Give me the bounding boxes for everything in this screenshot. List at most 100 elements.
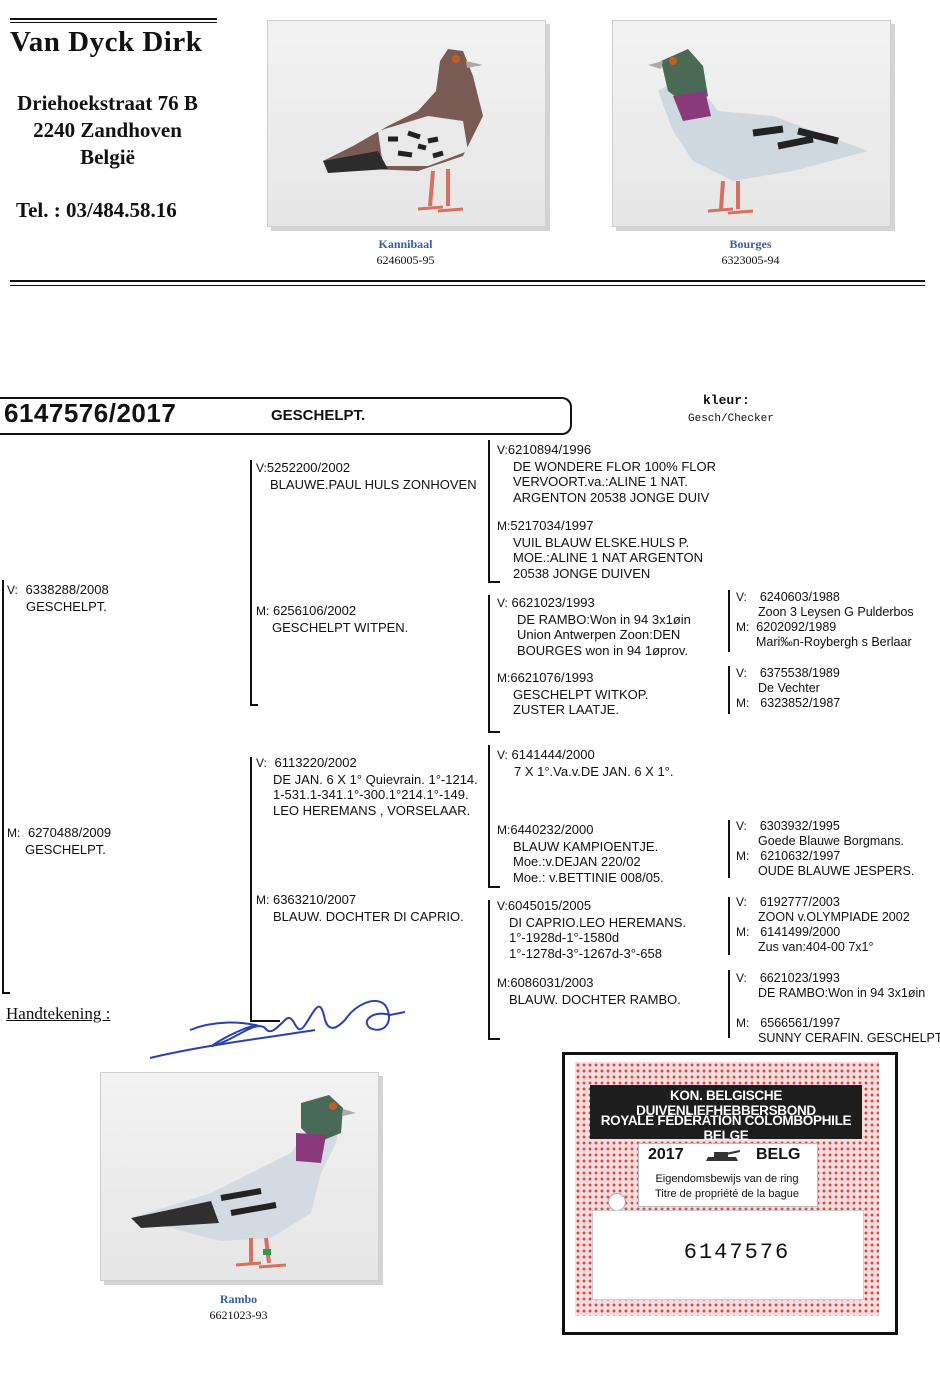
bracket-tick (488, 581, 500, 583)
photo-caption-ring: 6246005-95 (376, 253, 435, 267)
desc: ARGENTON 20538 JONGE DUIV (513, 489, 710, 505)
signature-label: Handtekening : (6, 1004, 111, 1023)
punch-hole (608, 1193, 626, 1211)
ring: 6303932/1995 (759, 819, 840, 833)
ring: 6086031/2003 (510, 975, 594, 990)
ring: 6256106/2002 (272, 603, 357, 618)
bracket-tick (488, 731, 500, 733)
photo-caption-ring: 6323005-94 (721, 253, 780, 267)
gen3-dsd: M:6440232/2000 BLAUW KAMPIOENTJE. Moe.:v… (497, 822, 664, 885)
desc: ZOON v.OLYMPIADE 2002 (758, 910, 910, 924)
bracket-gen2-dam (250, 757, 252, 1022)
bracket-gen3 (488, 595, 490, 733)
ring: 6210632/1997 (760, 849, 841, 863)
desc: 20538 JONGE DUIVEN (513, 565, 651, 581)
bracket-gen4 (728, 666, 730, 714)
color: GESCHELPT. (25, 841, 106, 857)
gen2-dam-sire: V: 6113220/2002 DE JAN. 6 X 1° Quievrain… (256, 755, 478, 818)
gen3-sdd: M:6621076/1993 GESCHELPT WITKOP. ZUSTER … (497, 670, 648, 718)
prefix: V: (497, 748, 508, 762)
desc: DE WONDERE FLOR 100% FLOR (513, 458, 716, 474)
desc: BLAUW. DOCHTER DI CAPRIO. (273, 908, 464, 924)
prefix: M: (497, 823, 511, 837)
gen2-sire-sire: V:5252200/2002 BLAUWE.PAUL HULS ZONHOVEN (256, 460, 477, 492)
prefix: M: (736, 696, 750, 710)
desc: GESCHELPT WITKOP. (513, 686, 649, 702)
main-ring-number: 6147576/2017 (4, 398, 177, 428)
tank-icon (706, 1150, 741, 1161)
owner-phone: Tel. : 03/484.58.16 (16, 198, 177, 222)
desc: BLAUW. DOCHTER RAMBO. (509, 991, 681, 1007)
gen4-group-b: V: 6375538/1989 De Vechter M: 6323852/19… (736, 666, 840, 711)
desc: Goede Blauwe Borgmans. (758, 834, 904, 848)
desc: SUNNY CERAFIN. GESCHELPT (758, 1031, 940, 1045)
bracket-gen3 (488, 440, 490, 583)
gen3-ddd: M:6086031/2003 BLAUW. DOCHTER RAMBO. (497, 975, 681, 1007)
ring: 6192777/2003 (759, 895, 840, 909)
ring: 6210894/1996 (507, 442, 592, 457)
bracket-gen1 (2, 580, 4, 993)
ring: 6113220/2002 (274, 755, 357, 770)
desc: 7 X 1°.Va.v.DE JAN. 6 X 1°. (514, 763, 674, 779)
desc: BLAUWE.PAUL HULS ZONHOVEN (270, 476, 477, 492)
gen3-sds: V: 6621023/1993 DE RAMBO:Won in 94 3x1øi… (497, 595, 691, 658)
ring: 6363210/2007 (272, 892, 357, 907)
gen2-sire-dam: M: 6256106/2002 GESCHELPT WITPEN. (256, 603, 408, 635)
prefix: M: (256, 893, 270, 907)
top-rule-thin (10, 22, 217, 23)
gen3-dss: V: 6141444/2000 7 X 1°.Va.v.DE JAN. 6 X … (497, 747, 673, 779)
desc: Zus van:404-00 7x1° (758, 940, 874, 954)
header-divider-thin (10, 285, 925, 286)
photo-caption-ring: 6621023-93 (209, 1308, 268, 1322)
prefix: M: (736, 620, 750, 634)
ring: 6202092/1989 (756, 620, 837, 634)
owner-street: Driehoekstraat 76 B (17, 91, 198, 115)
gen4-group-e: V: 6621023/1993 DE RAMBO:Won in 94 3x1øi… (736, 971, 940, 1046)
bracket-gen4 (728, 590, 730, 652)
ring: 6375538/1989 (759, 666, 840, 680)
bracket-tick (2, 992, 10, 994)
photo-caption-name: Kannibaal (378, 237, 433, 251)
bracket-tick (488, 1038, 500, 1040)
bracket-gen4 (728, 820, 730, 878)
ring: 5217034/1997 (510, 518, 594, 533)
signature-scribble (149, 1000, 406, 1059)
desc: LEO HEREMANS , VORSELAAR. (273, 802, 471, 818)
gen3-sss: V:6210894/1996 DE WONDERE FLOR 100% FLOR… (497, 442, 716, 505)
desc: GESCHELPT WITPEN. (272, 619, 409, 635)
ring-header-box (0, 397, 572, 435)
desc: BOURGES won in 94 1øprov. (517, 642, 688, 658)
owner-city: 2240 Zandhoven (33, 118, 182, 142)
photo-kannibaal (267, 20, 546, 227)
desc: Moe.: v.BETTINIE 008/05. (513, 869, 664, 885)
owner-address: Driehoekstraat 76 B 2240 Zandhoven Belgi… (0, 90, 215, 171)
desc: Union Antwerpen Zoon:DEN (517, 627, 681, 642)
ring: 5252200/2002 (266, 460, 351, 475)
ring: 6323852/1987 (760, 696, 841, 710)
prefix: V: (7, 583, 18, 597)
gen1-sire: V: 6338288/2008 GESCHELPT. (7, 582, 109, 614)
pigeon-image (648, 49, 868, 215)
certificate-number-box (592, 1210, 864, 1300)
desc: MOE.:ALINE 1 NAT ARGENTON (513, 550, 703, 565)
gen3-ssd: M:5217034/1997 VUIL BLAUW ELSKE.HULS P. … (497, 518, 703, 581)
gen2-dam-dam: M: 6363210/2007 BLAUW. DOCHTER DI CAPRIO… (256, 892, 464, 924)
ring: 6621076/1993 (510, 670, 594, 685)
prefix: V: (736, 590, 747, 604)
owner-name: Van Dyck Dirk (10, 26, 203, 58)
bracket-tick (250, 704, 258, 706)
prefix: V: (736, 895, 747, 909)
desc: Moe.:v.DEJAN 220/02 (513, 854, 641, 869)
kleur-value: Gesch/Checker (688, 413, 774, 425)
pigeon-image (323, 49, 483, 213)
photo-caption-name: Rambo (219, 1292, 258, 1306)
desc: DE JAN. 6 X 1° Quievrain. 1°-1214. (273, 771, 478, 787)
desc: 1°-1278d-3°-1267d-3°-658 (509, 945, 662, 961)
certificate-desc-nl: Eigendomsbewijs van de ring (655, 1173, 799, 1185)
desc: 1-531.1-341.1°-300.1°214.1°-149. (273, 787, 469, 802)
bracket-gen2-sire (250, 460, 252, 705)
desc: DI CAPRIO.LEO HEREMANS. (509, 914, 686, 930)
gen4-group-a: V: 6240603/1988 Zoon 3 Leysen G Pulderbo… (736, 590, 914, 650)
desc: Zoon 3 Leysen G Pulderbos (758, 605, 914, 619)
gen1-dam: M: 6270488/2009 GESCHELPT. (7, 825, 111, 857)
